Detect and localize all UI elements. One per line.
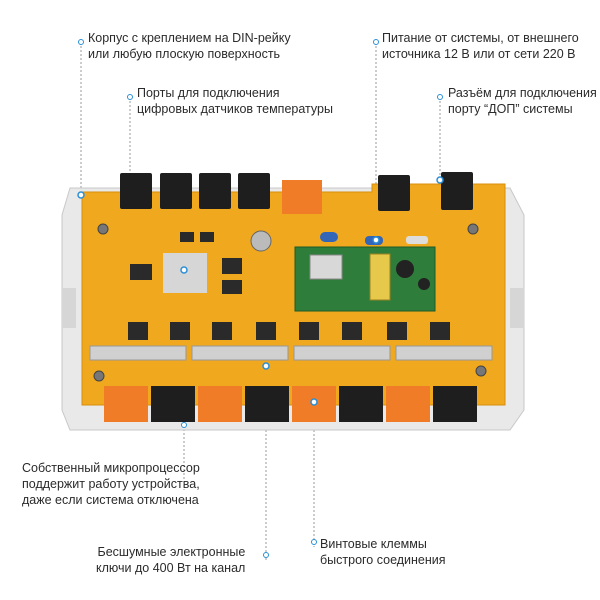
callout-sensor-ports: Порты для подключения цифровых датчиков … <box>137 86 333 116</box>
callout-power: Питание от системы, от внешнего источник… <box>382 31 579 61</box>
callout-housing: Корпус с креплением на DIN-рейку или люб… <box>88 31 291 61</box>
callout-dot-silent-keys <box>263 552 269 558</box>
callout-silent-keys: Бесшумные электронные ключи до 400 Вт на… <box>96 545 246 575</box>
callout-dot-microprocessor <box>181 422 187 428</box>
callout-anchors <box>77 176 444 406</box>
components <box>130 230 272 294</box>
heatsinks <box>89 345 493 361</box>
callout-microprocessor: Собственный микропроцессор поддержит раб… <box>22 461 200 507</box>
power-terminal <box>282 180 322 214</box>
callout-dot-dop-port <box>437 94 443 100</box>
transistor-row <box>128 322 450 340</box>
pcb-board <box>81 183 506 406</box>
callout-dot-housing <box>78 39 84 45</box>
screw-terminals <box>104 386 477 422</box>
callout-dot-power <box>373 39 379 45</box>
callout-dop-port: Разъём для подключения к порту “ДОП” сис… <box>448 86 600 116</box>
power-supply-module <box>294 232 436 312</box>
callout-dot-terminals <box>311 539 317 545</box>
sensor-ports <box>120 172 473 211</box>
callout-terminals: Винтовые клеммы быстрого соединения <box>320 537 446 567</box>
callout-dot-sensor-ports <box>127 94 133 100</box>
